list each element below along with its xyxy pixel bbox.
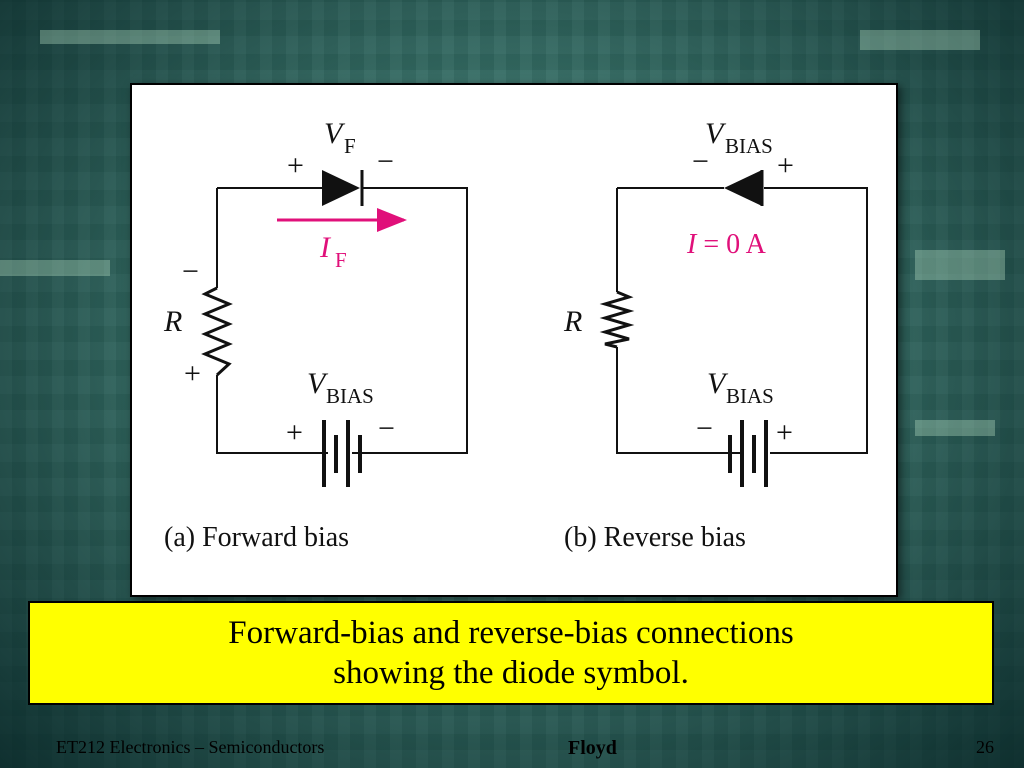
- diode-minus-sign: −: [377, 145, 394, 178]
- board-pattern: [0, 260, 110, 276]
- diode-minus-sign: −: [692, 145, 709, 178]
- vbias-top-label: V: [705, 117, 727, 150]
- vbias-label: V: [707, 367, 729, 400]
- board-pattern: [915, 250, 1005, 280]
- footer-author: Floyd: [568, 737, 617, 759]
- zero-current-label: I = 0 A: [686, 229, 767, 260]
- resistor-label: R: [163, 305, 182, 338]
- board-pattern: [915, 420, 995, 436]
- diode-plus-sign: +: [287, 149, 304, 182]
- vbias-subscript: BIAS: [326, 384, 374, 408]
- caption-line-2: showing the diode symbol.: [333, 655, 689, 691]
- vbias-label: V: [307, 367, 329, 400]
- forward-bias-caption: (a) Forward bias: [164, 522, 349, 553]
- board-pattern: [40, 30, 220, 44]
- battery-symbol: [322, 420, 362, 487]
- resistor-plus-sign: +: [184, 357, 201, 390]
- vf-label: V: [324, 117, 346, 150]
- vf-subscript: F: [344, 134, 356, 158]
- battery-minus-sign: −: [378, 412, 395, 445]
- reverse-bias-caption: (b) Reverse bias: [564, 522, 746, 553]
- if-subscript: F: [335, 248, 347, 272]
- battery-minus-sign: −: [696, 412, 713, 445]
- battery-symbol: [728, 420, 768, 487]
- footer-page-number: 26: [976, 737, 994, 757]
- resistor-minus-sign: −: [182, 255, 199, 288]
- battery-plus-sign: +: [776, 416, 793, 449]
- if-label: I: [319, 231, 332, 264]
- caption-line-1: Forward-bias and reverse-bias connection…: [228, 615, 794, 651]
- diode-symbol: [322, 170, 360, 206]
- resistor-label: R: [563, 305, 582, 338]
- battery-plus-sign: +: [286, 416, 303, 449]
- diode-symbol: [724, 170, 762, 206]
- diode-bias-figure: V F + − I F − R + V BIAS + − (a) Forward…: [130, 83, 898, 597]
- forward-bias-circuit: V F + − I F − R + V BIAS + − (a) Forward…: [163, 117, 468, 553]
- diode-plus-sign: +: [777, 149, 794, 182]
- slide-caption: Forward-bias and reverse-bias connection…: [28, 601, 994, 705]
- resistor-symbol: [201, 286, 233, 377]
- board-pattern: [860, 30, 980, 50]
- reverse-bias-circuit: V BIAS − + I = 0 A R V BIAS − + (b) Reve…: [563, 117, 868, 553]
- footer-course-title: ET212 Electronics – Semiconductors: [56, 737, 325, 757]
- resistor-symbol: [599, 290, 635, 349]
- circuit-diagrams: V F + − I F − R + V BIAS + − (a) Forward…: [163, 117, 868, 553]
- vbias-subscript: BIAS: [726, 384, 774, 408]
- vbias-top-subscript: BIAS: [725, 134, 773, 158]
